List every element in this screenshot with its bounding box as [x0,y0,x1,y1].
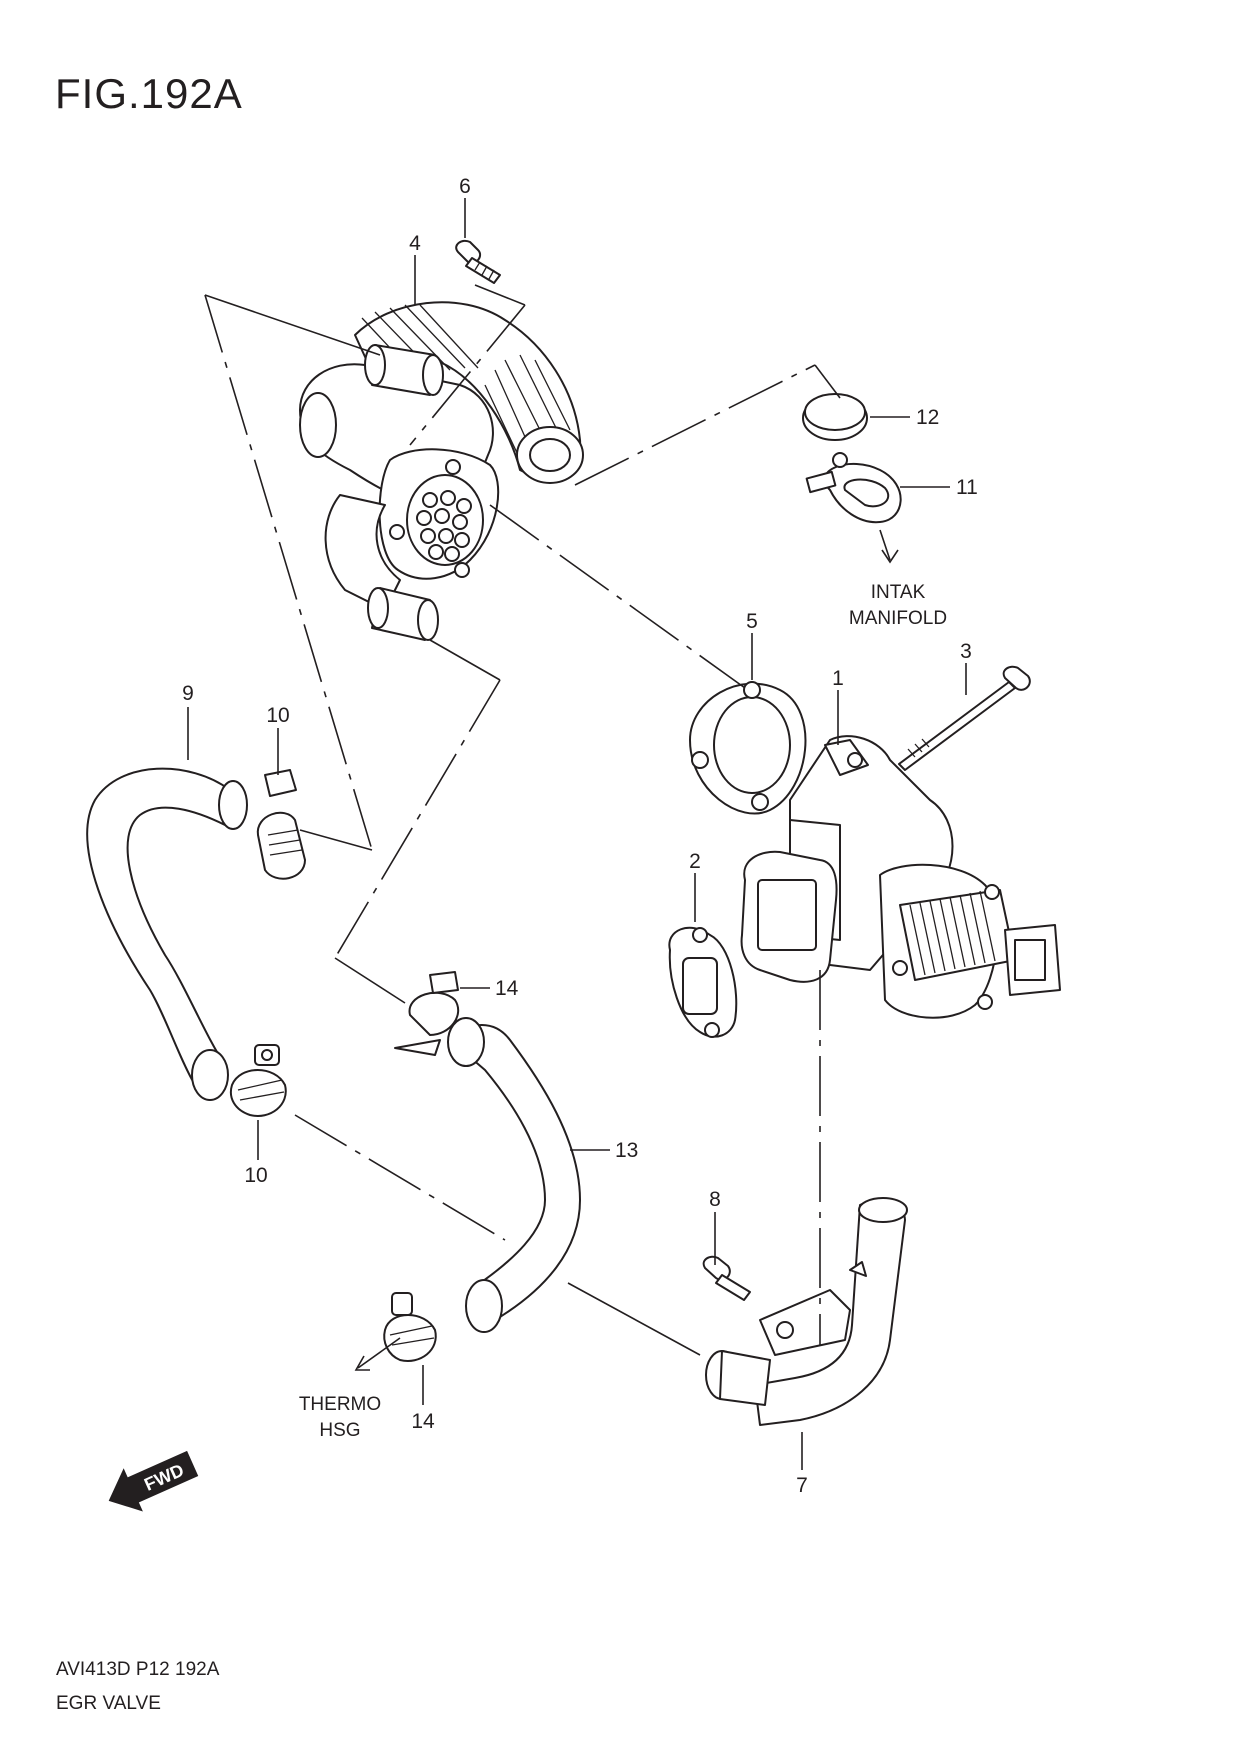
hose-part-9 [86,767,248,1101]
callout-ticks [187,198,967,1470]
callout-3: 3 [960,640,972,663]
bolt-part-8 [702,1255,751,1301]
clamp-part-14-upper [394,971,460,1056]
fwd-arrow-icon: FWD [108,1450,199,1512]
callout-labels: 6 4 12 11 5 1 3 2 9 10 14 13 10 8 14 7 [182,175,978,1497]
footer-name: EGR VALVE [56,1693,161,1714]
callout-2: 2 [689,850,701,873]
callout-12: 12 [916,406,939,429]
clamp-part-10-lower [230,1044,287,1117]
bolt-part-3 [898,665,1031,771]
callout-14-lower: 14 [411,1410,435,1433]
callout-7: 7 [796,1474,808,1497]
seal-ring-part-12 [802,393,868,441]
note-thermo-line2: HSG [319,1420,360,1441]
gasket-part-2 [668,926,738,1038]
callout-6: 6 [459,175,471,198]
callout-14-upper: 14 [495,977,519,1000]
note-intake-line1: INTAK [871,582,926,603]
note-intake-line2: MANIFOLD [849,608,947,629]
figure-title: FIG.192A [55,70,243,117]
egr-valve-part-1 [740,735,1061,1019]
egr-pipe-part-4 [299,301,584,641]
callout-9: 9 [182,682,194,705]
callout-10-lower: 10 [244,1164,267,1187]
footer-code: AVI413D P12 192A [56,1659,220,1680]
callout-1: 1 [832,667,844,690]
callout-5: 5 [746,610,758,633]
hose-part-13 [447,1017,581,1333]
notes: INTAK MANIFOLD THERMO HSG [299,582,947,1441]
gasket-part-5 [689,681,807,815]
clamp-part-10-upper [256,769,306,880]
note-thermo-line1: THERMO [299,1394,381,1415]
clamp-part-14-lower [383,1292,437,1362]
leader-lines [204,284,899,1371]
callout-11: 11 [956,476,978,499]
callout-13: 13 [615,1139,638,1162]
callout-8: 8 [709,1188,721,1211]
clamp-part-11 [805,452,902,524]
pipe-part-7 [705,1197,908,1426]
callout-10-upper: 10 [266,704,289,727]
bolt-part-6 [455,239,501,284]
callout-4: 4 [409,232,421,255]
